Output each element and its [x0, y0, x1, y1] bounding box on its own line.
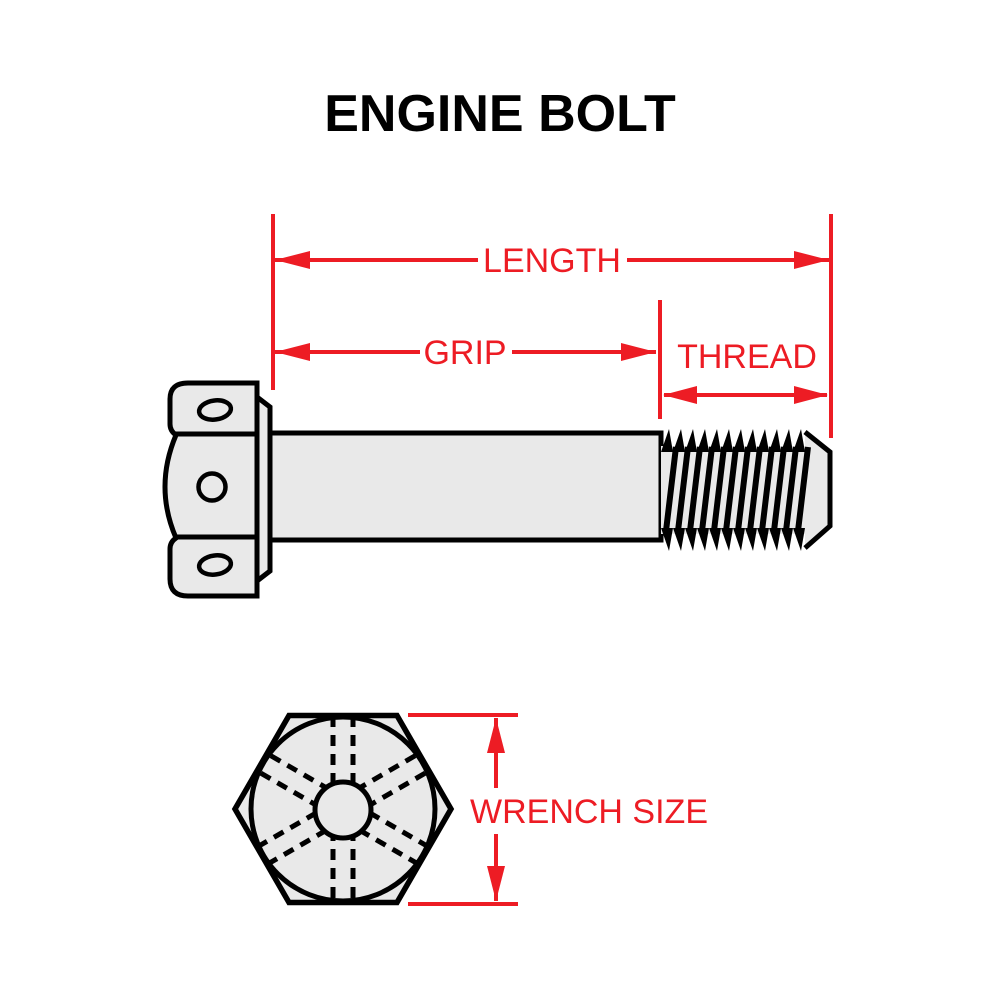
length-arrowhead-left — [275, 251, 310, 269]
wire-hole-dashed-diag1-a — [266, 769, 430, 867]
length-label: LENGTH — [483, 242, 621, 280]
thread-tip-chamfer — [803, 430, 833, 550]
grip-label: GRIP — [423, 334, 506, 372]
grip-dimension: GRIP — [275, 334, 656, 372]
head-chamfer-circle — [248, 714, 438, 904]
safety-wire-hole-bottom — [196, 553, 234, 577]
wrench-arrowhead-up — [487, 718, 505, 753]
grip-arrowhead-right — [621, 343, 656, 361]
wrench-size-label: WRENCH SIZE — [470, 793, 708, 831]
wrench-arrowhead-down — [487, 866, 505, 901]
length-dimension: LENGTH — [275, 242, 829, 280]
side-view-dimensions: LENGTH GRIP THREAD — [271, 214, 833, 438]
thread-flank-lines — [663, 446, 811, 532]
shank-center-circle — [312, 779, 374, 841]
thread-label: THREAD — [677, 338, 817, 376]
wire-hole-dashed-diag2-b — [256, 769, 420, 867]
page-title: ENGINE BOLT — [324, 85, 676, 143]
thread-dimension: THREAD — [663, 338, 828, 404]
safety-wire-hole-top — [196, 398, 234, 422]
safety-wire-hole-middle — [196, 471, 228, 503]
bolt-threads — [661, 429, 833, 551]
wrench-size-dimension: WRENCH SIZE — [408, 713, 708, 906]
thread-arrowhead-left — [663, 386, 697, 404]
bolt-shank — [267, 430, 664, 543]
thread-arrowhead-right — [794, 386, 828, 404]
wire-hole-dashed-diag2-a — [266, 751, 430, 849]
length-arrowhead-right — [794, 251, 829, 269]
bolt-side-view — [162, 380, 833, 599]
hex-head-end-view — [231, 712, 455, 906]
grip-arrowhead-left — [275, 343, 310, 361]
wire-hole-dashed-diag1-b — [256, 751, 420, 849]
